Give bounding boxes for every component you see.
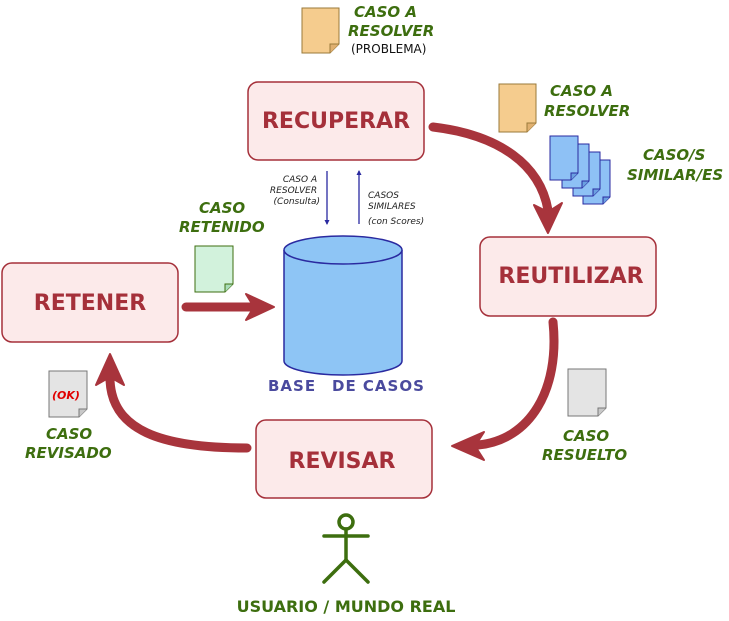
document-icon-revised-case xyxy=(48,370,88,418)
document-icon-case-to-solve-right xyxy=(498,83,537,133)
revised-case-ok-label: (OK) xyxy=(52,389,80,402)
revised-case-line2: REVISADO xyxy=(25,444,112,462)
revised-case-line1: CASO xyxy=(46,425,92,443)
database-label-base: BASE xyxy=(268,377,316,395)
solved-case-line1: CASO xyxy=(563,427,609,445)
reutilizar-to-revisar-arrow xyxy=(451,317,559,461)
results-arrow-label: CASOS SIMILARES (con Scores) xyxy=(368,191,424,227)
stage-revisar-label: REVISAR xyxy=(289,449,396,474)
retained-case-line2: RETENIDO xyxy=(179,218,265,236)
solved-case-line2: RESUELTO xyxy=(542,446,627,464)
document-icon-retained-case xyxy=(194,245,234,293)
similar-cases-line1: CASO/S xyxy=(643,146,705,164)
retener-to-database-arrow xyxy=(181,293,275,321)
user-stick-figure-icon xyxy=(322,513,370,584)
stage-reutilizar: REUTILIZAR xyxy=(479,236,657,317)
document-icon-case-to-solve-top xyxy=(301,7,340,54)
top-case-line2: RESOLVER xyxy=(348,22,434,40)
document-icon-solved-case xyxy=(567,368,607,417)
top-case-line3: (PROBLEMA) xyxy=(351,42,426,56)
similar-cases-line2: SIMILAR/ES xyxy=(627,166,723,184)
retained-case-line1: CASO xyxy=(199,199,245,217)
revisar-to-retener-arrow xyxy=(95,353,252,453)
stage-recuperar-label: RECUPERAR xyxy=(262,109,410,134)
query-arrow-label: CASO A RESOLVER (Consulta) xyxy=(270,175,320,207)
stage-revisar: REVISAR xyxy=(255,419,433,499)
document-stack-icon-similar-cases xyxy=(549,135,611,205)
right-case-line2: RESOLVER xyxy=(544,102,630,120)
database-label-casos: DE CASOS xyxy=(332,377,425,395)
stage-reutilizar-label: REUTILIZAR xyxy=(498,264,643,289)
stage-retener: RETENER xyxy=(1,262,179,343)
recuperar-to-reutilizar-arrow xyxy=(428,122,563,234)
case-database-cylinder xyxy=(283,235,403,376)
stage-recuperar: RECUPERAR xyxy=(247,81,425,161)
stage-retener-label: RETENER xyxy=(34,291,146,316)
top-case-line1: CASO A xyxy=(354,3,417,21)
right-case-line1: CASO A xyxy=(550,82,613,100)
user-label: USUARIO / MUNDO REAL xyxy=(237,597,456,616)
